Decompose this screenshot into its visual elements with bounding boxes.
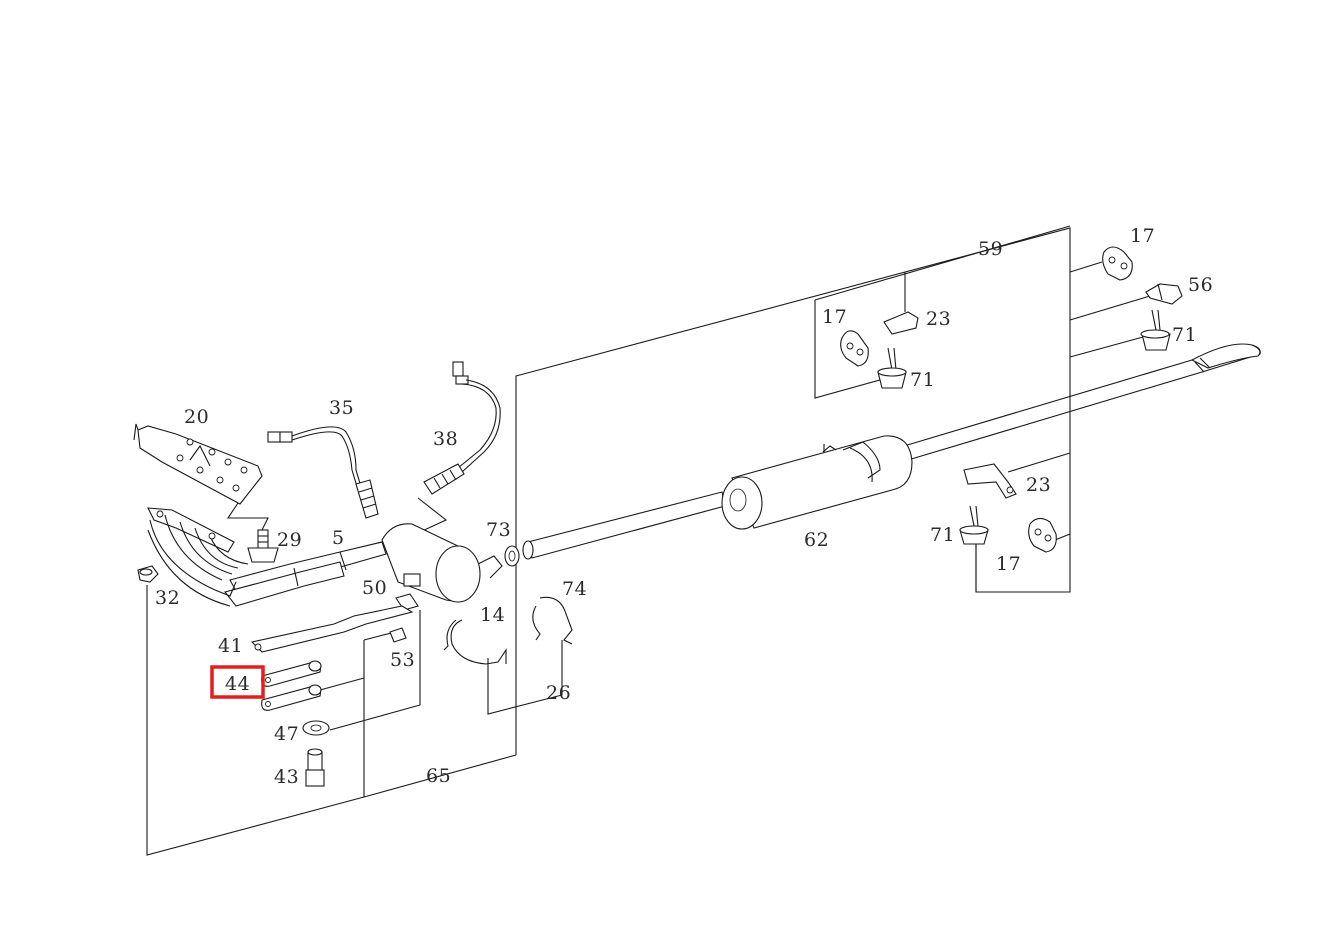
highlight-box [210,665,265,699]
bolt-29 [247,529,279,563]
oxygen-sensor-35 [267,426,379,519]
callout-35[interactable]: 35 [329,397,354,419]
rubber-mounts-44 [261,660,322,711]
rubber-hanger-17-lower [1028,517,1057,553]
gasket-73 [504,545,520,567]
callout-44[interactable]: 44 [225,673,250,695]
callout-17-lower[interactable]: 17 [996,553,1021,575]
rubber-hanger-17-middle [840,330,869,367]
callout-29[interactable]: 29 [277,529,302,551]
callout-62[interactable]: 62 [804,529,829,551]
front-pipe [224,541,387,607]
callout-41[interactable]: 41 [218,635,243,657]
clamp-74 [532,596,573,645]
catalytic-converter [381,523,503,603]
washer-47 [302,720,330,736]
callout-65[interactable]: 65 [426,765,451,787]
leader-lines [146,225,1151,856]
screw-71-lower [959,505,989,545]
heat-shield [133,423,263,505]
screw-71-middle [877,347,907,389]
callout-71-lower[interactable]: 71 [930,524,955,546]
callout-20[interactable]: 20 [184,406,209,428]
nut-32 [137,565,159,583]
clamp-14 [443,619,507,665]
callout-56[interactable]: 56 [1188,274,1213,296]
center-pipe [522,491,726,560]
callout-74[interactable]: 74 [562,578,587,600]
screw-71-top [1140,309,1171,351]
rear-muffler [721,435,913,530]
callout-17-middle[interactable]: 17 [822,306,847,328]
callout-14[interactable]: 14 [480,604,505,626]
callout-71-middle[interactable]: 71 [910,369,935,391]
bracket-41 [250,605,414,653]
callout-50[interactable]: 50 [362,577,387,599]
callout-17-top[interactable]: 17 [1130,225,1155,247]
callout-5[interactable]: 5 [332,527,345,549]
exhaust-manifold [147,507,249,607]
hanger-23-lower [963,463,1017,499]
callout-47[interactable]: 47 [274,723,299,745]
callout-38[interactable]: 38 [433,428,458,450]
callout-32[interactable]: 32 [155,587,180,609]
hanger-bracket-56 [1145,283,1183,305]
callout-73[interactable]: 73 [486,519,511,541]
hanger-23-middle [883,311,919,335]
callout-23-lower[interactable]: 23 [1026,474,1051,496]
clip-53 [389,627,407,643]
callout-43[interactable]: 43 [274,766,299,788]
callout-71-right[interactable]: 71 [1172,324,1197,346]
callout-26[interactable]: 26 [546,682,571,704]
callout-23-middle[interactable]: 23 [926,308,951,330]
callout-labels: 17 59 56 17 23 71 71 20 35 38 23 29 5 73… [155,225,1213,788]
rear-pipe [903,343,1261,461]
callout-59[interactable]: 59 [978,238,1003,260]
bolt-43 [305,748,325,787]
rubber-hanger-17-top [1102,246,1133,281]
oxygen-sensor-38 [423,361,501,495]
callout-53[interactable]: 53 [390,649,415,671]
